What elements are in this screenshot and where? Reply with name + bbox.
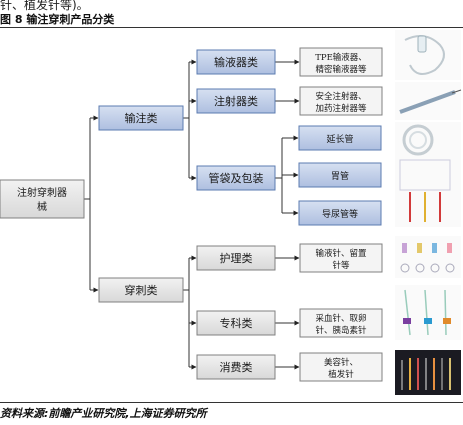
root-label-line2: 械: [37, 200, 47, 213]
infusion-set-leaf: TPE输液器、 精密输液器等: [299, 47, 383, 77]
syringe-label: 注射器类: [214, 94, 258, 108]
consumer-node: 消费类: [196, 354, 276, 380]
nursing-leaf: 输液针、留置 针等: [299, 243, 383, 273]
syringe-leaf-line2: 加药注射器等: [315, 103, 367, 114]
infusion-set-leaf-line1: TPE输液器、: [315, 52, 367, 63]
nursing-needles-photo: [395, 236, 461, 278]
infusion-set-leaf-line2: 精密输液器等: [315, 64, 367, 75]
specialty-leaf-line1: 采血针、取卵: [315, 313, 366, 324]
infusion-set-label: 输液器类: [214, 55, 258, 69]
syringe-leaf: 安全注射器、 加药注射器等: [299, 86, 383, 116]
specialty-label: 专科类: [220, 316, 253, 330]
tube-bag-label: 管袋及包装: [209, 171, 264, 185]
root-node: 注射穿刺器 械: [0, 179, 85, 219]
tube-bag-photo: [395, 122, 461, 227]
urinary-catheter-label: 导尿管等: [322, 208, 358, 220]
connector-lines: [84, 59, 300, 370]
specialty-needles-photo: [395, 285, 461, 340]
cosmetic-needles-photo: [395, 350, 461, 395]
specialty-leaf-line2: 针、胰岛素针: [315, 325, 367, 336]
extension-tube-label: 延长管: [326, 133, 353, 145]
nursing-label: 护理类: [220, 251, 253, 265]
syringe-leaf-line1: 安全注射器、: [315, 91, 366, 102]
nursing-node: 护理类: [196, 245, 276, 271]
infusion-category-label: 输注类: [125, 111, 158, 125]
consumer-label: 消费类: [220, 360, 253, 374]
tube-bag-node: 管袋及包装: [196, 165, 276, 191]
infusion-set-node: 输液器类: [196, 49, 276, 75]
nursing-leaf-line1: 输液针、留置: [315, 248, 367, 259]
consumer-leaf-line2: 植发针: [328, 369, 354, 380]
consumer-leaf: 美容针、 植发针: [299, 352, 383, 382]
syringe-photo: [395, 82, 462, 120]
gastric-tube-leaf: 胃管: [298, 162, 382, 188]
specialty-node: 专科类: [196, 310, 276, 336]
puncture-category-node: 穿刺类: [98, 277, 184, 303]
extension-tube-leaf: 延长管: [298, 125, 382, 151]
nursing-leaf-line2: 针等: [332, 260, 350, 271]
syringe-node: 注射器类: [196, 88, 276, 114]
title-divider: [0, 27, 463, 28]
infusion-category-node: 输注类: [98, 105, 184, 131]
specialty-leaf: 采血针、取卵 针、胰岛素针: [299, 308, 383, 338]
product-photo-column: [395, 30, 462, 395]
root-label-line1: 注射穿刺器: [17, 186, 67, 199]
preceding-text-fragment: 针、植发针等)。: [0, 0, 89, 12]
infusion-set-photo: [395, 30, 461, 80]
figure-title: 图 8 输注穿刺产品分类: [0, 13, 115, 26]
source-note: 资料来源:前瞻产业研究院,上海证券研究所: [0, 407, 207, 420]
gastric-tube-label: 胃管: [331, 170, 349, 182]
urinary-catheter-leaf: 导尿管等: [298, 200, 382, 226]
consumer-leaf-line1: 美容针、: [324, 357, 358, 368]
puncture-category-label: 穿刺类: [125, 283, 158, 297]
source-divider: [0, 402, 463, 403]
